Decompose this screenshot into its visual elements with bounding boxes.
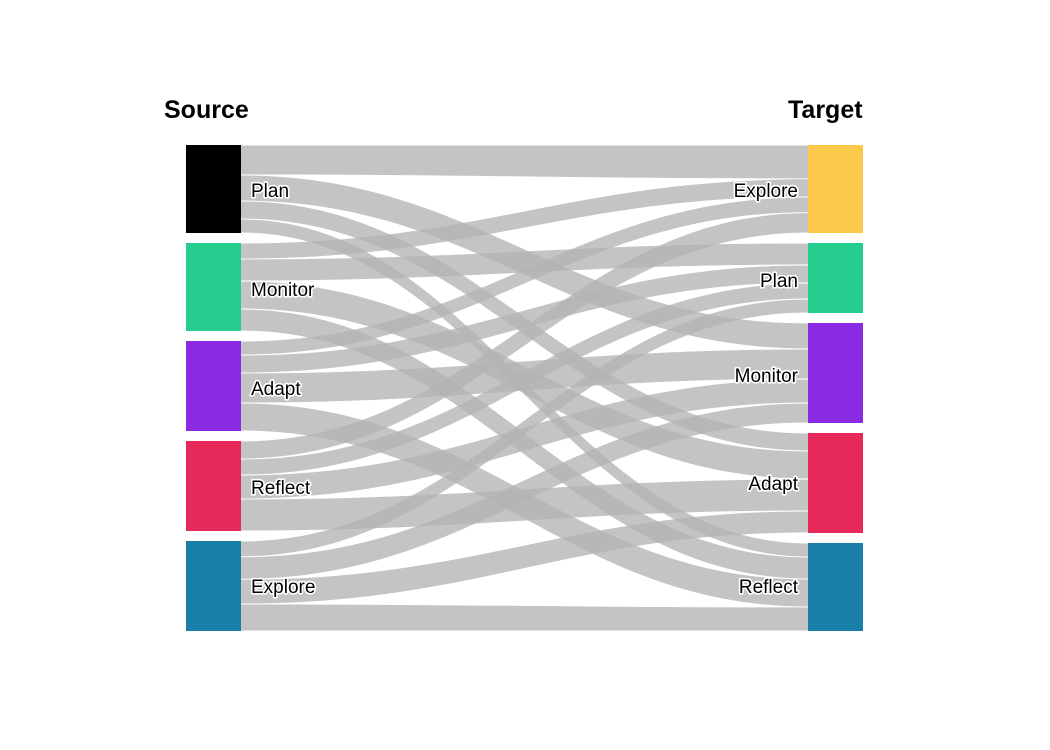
sankey-link[interactable] (241, 403, 808, 579)
sankey-link[interactable] (241, 179, 808, 259)
node-label-halo: Adapt (748, 474, 798, 495)
sankey-link[interactable] (241, 379, 808, 499)
sankey-link[interactable] (241, 265, 808, 373)
sankey-node-source-explore[interactable] (186, 541, 241, 631)
sankey-node-source-plan[interactable] (186, 145, 241, 233)
node-label-text: Monitor (735, 366, 799, 387)
node-label-halo: Monitor (251, 280, 315, 301)
node-label-text: Plan (251, 181, 289, 202)
sankey-link[interactable] (241, 283, 808, 475)
node-label-halo: Monitor (735, 366, 799, 387)
node-label-text: Adapt (748, 474, 798, 495)
source-title-text: Source (164, 96, 249, 124)
sankey-node-source-reflect[interactable] (186, 441, 241, 531)
target-title-text: Target (788, 96, 863, 124)
labels-layer: PlanPlanMonitorMonitorAdaptAdaptReflectR… (249, 179, 801, 599)
node-label-halo: Explore (251, 577, 315, 598)
sankey-link[interactable] (241, 604, 808, 631)
node-label-text: Plan (760, 271, 798, 292)
sankey-link[interactable] (241, 511, 808, 604)
node-label-text: Adapt (251, 379, 301, 400)
node-label-text: Monitor (251, 280, 315, 301)
node-label-halo: Explore (734, 181, 798, 202)
node-label-halo: Plan (251, 181, 289, 202)
node-label-text: Reflect (739, 577, 799, 598)
node-label-halo: Reflect (739, 577, 799, 598)
node-label-halo: Adapt (251, 379, 301, 400)
links-layer (241, 145, 808, 631)
sankey-node-target-adapt[interactable] (808, 433, 863, 533)
sankey-link[interactable] (241, 213, 808, 459)
sankey-node-source-monitor[interactable] (186, 243, 241, 331)
sankey-link[interactable] (241, 299, 808, 557)
source-column-title: Source (164, 96, 249, 124)
sankey-node-target-plan[interactable] (808, 243, 863, 313)
sankey-link[interactable] (241, 197, 808, 355)
node-label-halo: Reflect (251, 478, 311, 499)
sankey-node-target-monitor[interactable] (808, 323, 863, 423)
node-label-halo: Plan (760, 271, 798, 292)
node-label-text: Reflect (251, 478, 311, 499)
node-label-text: Explore (251, 577, 315, 598)
node-label-text: Explore (734, 181, 798, 202)
sankey-node-source-adapt[interactable] (186, 341, 241, 431)
sankey-node-target-reflect[interactable] (808, 543, 863, 631)
sankey-node-target-explore[interactable] (808, 145, 863, 233)
sankey-link[interactable] (241, 145, 808, 179)
nodes-layer (186, 145, 863, 631)
target-column-title: Target (788, 96, 863, 124)
